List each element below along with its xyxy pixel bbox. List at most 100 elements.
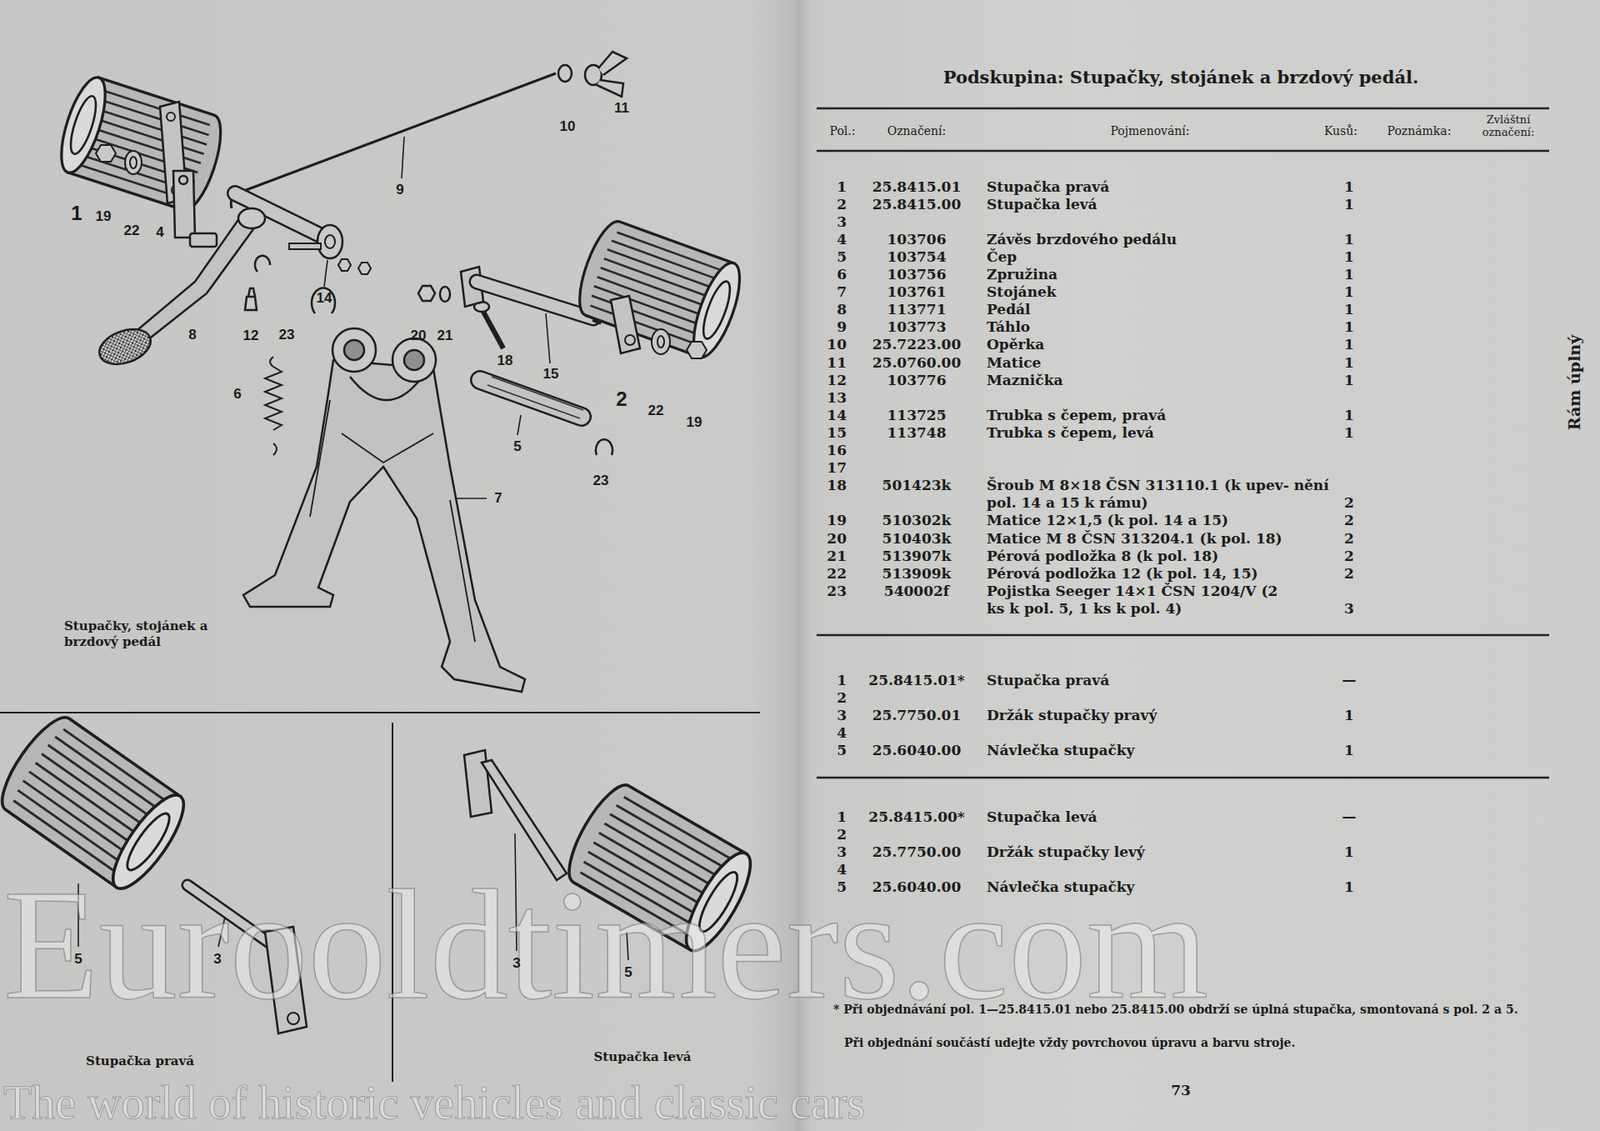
table-cell: Šroub M 8×18 ČSN 313110.1 (k upev- nění …	[986, 476, 1333, 512]
table-header: Označení:	[887, 123, 947, 139]
table-cell: 2	[1344, 547, 1355, 565]
drawing-polygon	[338, 259, 351, 271]
table-cell: 11	[826, 354, 847, 372]
callout-number: 12	[243, 327, 260, 345]
page-rules	[0, 108, 1550, 1082]
callout-number: 22	[648, 402, 665, 420]
table-cell: Stupačka levá	[986, 808, 1098, 826]
table-cell: 1	[1344, 230, 1355, 249]
page-number: 73	[1170, 1081, 1191, 1100]
drawing-line	[483, 311, 504, 349]
table-cell: 2	[1344, 530, 1355, 548]
table-cell: 25.7750.00	[872, 843, 961, 861]
table-header: Kusů:	[1324, 123, 1358, 139]
table-cell: 1	[1344, 300, 1355, 319]
table-cell: 25.8415.00*	[868, 808, 965, 826]
drawing-line	[401, 136, 405, 179]
callout-number: 4	[155, 224, 164, 241]
drawing-line	[816, 150, 1550, 153]
drawing-line	[816, 634, 1550, 637]
drawing-ellipse	[125, 150, 142, 175]
drawing-path	[243, 360, 525, 692]
table-cell: 25.8415.00	[872, 195, 961, 214]
table-cell: 25.6040.00	[872, 741, 961, 760]
table-cell: 5	[836, 878, 847, 896]
table-cell: 23	[826, 582, 847, 600]
drawing-circle	[404, 350, 425, 370]
table-cell: 2	[1344, 511, 1355, 530]
table-cell: 510403k	[882, 530, 952, 548]
drawing-use	[52, 72, 230, 215]
drawing-ellipse	[325, 235, 335, 249]
pedal-hanger	[173, 170, 217, 247]
callout-number: 23	[279, 326, 295, 344]
table-cell: Pojistka Seeger 14×1 ČSN 1204/V (2 ks k …	[986, 582, 1297, 618]
table-cell: 1	[1344, 318, 1355, 336]
table-cell: 2	[836, 195, 847, 214]
footnote: Při objednání součástí udejte vždy povrc…	[844, 1035, 1295, 1051]
drawing-ellipse	[651, 329, 670, 355]
callout-number: 19	[686, 414, 703, 431]
table-cell: 3	[836, 843, 847, 861]
table-cell: 1	[1344, 424, 1355, 442]
drawing-line	[816, 107, 1550, 110]
drawing-rect	[289, 243, 321, 250]
callout-number: 7	[494, 490, 502, 507]
table-header: Poznámka:	[1387, 123, 1452, 139]
callout-number: 15	[543, 365, 560, 383]
drawing-circle	[332, 328, 376, 372]
watermark: The world of historic vehicles and class…	[3, 1078, 865, 1127]
table-cell: 1	[836, 808, 847, 826]
drawing-ellipse	[94, 322, 155, 371]
table-cell: 13	[826, 389, 847, 407]
drawing-path	[245, 288, 257, 310]
drawing-path	[311, 287, 335, 314]
table-cell: 17	[826, 459, 847, 477]
table-cell: 103776	[887, 371, 947, 390]
table-header: Pol.:	[830, 123, 856, 139]
table-cell: 7	[836, 283, 847, 301]
callout-number: 21	[437, 327, 454, 345]
drawing-line	[816, 776, 1550, 780]
table-cell: 3	[1344, 600, 1355, 618]
table-cell: 1	[1344, 195, 1355, 214]
footnote: * Při objednávání pol. 1—25.8415.01 nebo…	[833, 1001, 1552, 1018]
table-cell: Trubka s čepem, pravá	[986, 406, 1166, 425]
table-cell: 1	[1344, 248, 1355, 266]
table-cell: 1	[1344, 843, 1355, 861]
table-cell: 1	[1344, 406, 1355, 425]
table-cell: 1	[1344, 371, 1355, 390]
drawing-path	[310, 400, 475, 642]
table-cell: Opěrka	[986, 335, 1045, 354]
drawing-path	[173, 170, 195, 238]
catalog-title: Podskupina: Stupačky, stojánek a brzdový…	[943, 65, 1420, 90]
table-cell: 113748	[887, 424, 947, 442]
drawing-line	[455, 497, 487, 500]
table-cell: 3	[836, 706, 847, 725]
drawing-line	[476, 281, 594, 319]
table-header: Zvláštní označení:	[1470, 113, 1547, 139]
callout-number: 9	[395, 181, 404, 199]
table-cell: 103756	[887, 265, 947, 284]
stand	[243, 328, 525, 692]
table-cell: 1	[1344, 335, 1355, 354]
nut-washer	[95, 145, 142, 175]
table-cell: 8	[836, 300, 847, 319]
table-cell: 25.8415.01*	[868, 671, 965, 690]
table-cell: Matice	[986, 354, 1041, 372]
table-cell: —	[1342, 808, 1357, 826]
table-cell: 1	[1344, 741, 1355, 760]
table-cell: 3	[836, 213, 847, 231]
table-cell: —	[1342, 671, 1357, 690]
table-cell: 540002f	[884, 582, 950, 600]
table-cell: 12	[826, 371, 847, 390]
brake-rod	[230, 51, 627, 209]
table-cell: Pedál	[986, 300, 1031, 319]
table-cell: 1	[836, 178, 847, 196]
figure-caption: Stupačky, stojánek a brzdový pedál	[64, 618, 221, 650]
table-cell: Závěs brzdového pedálu	[986, 230, 1177, 249]
table-cell: 2	[1344, 565, 1355, 583]
table-cell: 501423k	[882, 476, 952, 495]
table-cell: 5	[836, 248, 847, 266]
